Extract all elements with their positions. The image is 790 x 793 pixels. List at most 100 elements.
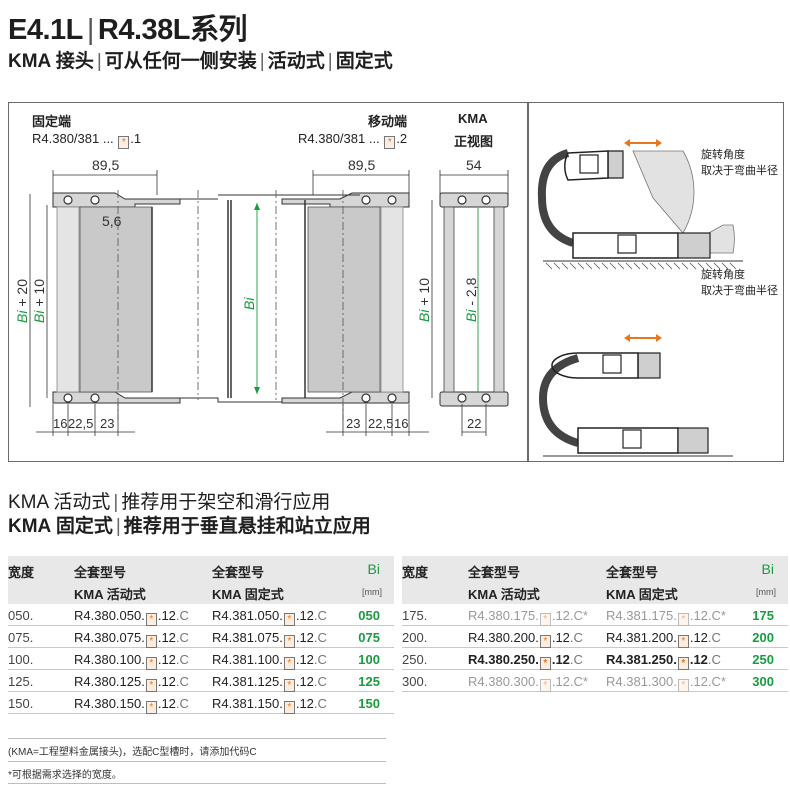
- front-view-label-2: 正视图: [454, 134, 494, 149]
- model-suffix: .C*: [569, 674, 588, 689]
- cell-width: 050.: [8, 608, 34, 623]
- chain-rotation-illustration: [537, 139, 743, 457]
- rotation-note-middle: 旋转角度 取决于弯曲半径: [701, 267, 778, 299]
- model-suffix: .C: [175, 652, 189, 667]
- model-suffix: .C: [707, 652, 721, 667]
- fixed-end-label: 固定端: [32, 114, 72, 129]
- dim-right-bottom-1: 23: [346, 416, 361, 431]
- cell-model-moving: R4.380.300.*.12.C*: [468, 674, 588, 692]
- cell-bi: 125: [358, 674, 380, 689]
- cell-model-moving: R4.380.050.*.12.C: [74, 608, 189, 626]
- dim-left-width: 89,5: [92, 157, 120, 173]
- header-type-fixed: KMA 固定式: [606, 587, 678, 602]
- dim-front-bottom: 22: [467, 416, 482, 431]
- star-placeholder-icon: *: [677, 635, 689, 648]
- dim-right-bottom-3: 16: [394, 416, 409, 431]
- table-row: 175. R4.380.175.*.12.C* R4.381.175.*.12.…: [402, 604, 788, 626]
- section-separator: |: [113, 492, 119, 513]
- model-tail: .12: [551, 652, 570, 667]
- drawing-frame: [8, 102, 784, 462]
- star-placeholder-icon: *: [539, 613, 551, 626]
- title-separator: |: [86, 14, 95, 46]
- header-bi: Bi: [761, 561, 774, 577]
- part-suffix: .2: [396, 131, 408, 146]
- header-unit: [mm]: [362, 587, 382, 597]
- dim-rest: + 20: [14, 279, 30, 311]
- cell-bi: 100: [358, 652, 380, 667]
- dim-height-inner: Bi + 10: [31, 279, 47, 323]
- table-row: 200. R4.380.200.*.12.C R4.381.200.*.12.C…: [402, 626, 788, 648]
- table-row: 075. R4.380.075.*.12.C R4.381.075.*.12.C…: [8, 626, 394, 648]
- table-row: 050. R4.380.050.*.12.C R4.381.050.*.12.C…: [8, 604, 394, 626]
- fixed-end-part: R4.380/381 ... *.1: [32, 131, 141, 149]
- model-prefix: R4.381.125.: [212, 674, 283, 689]
- star-placeholder-icon: *: [539, 679, 551, 692]
- model-tail: .12: [689, 674, 708, 689]
- cell-bi: 050: [358, 608, 380, 623]
- model-suffix: .C*: [569, 608, 588, 623]
- subtitle-separator: |: [259, 51, 265, 72]
- star-placeholder-icon: *: [145, 679, 157, 692]
- title-series-1: E4.1L: [8, 14, 83, 46]
- chain-top-view-drawing: [29, 170, 509, 436]
- star-placeholder-icon: *: [145, 613, 157, 626]
- model-prefix: R4.380.250.: [468, 652, 539, 667]
- table-row: 125. R4.380.125.*.12.C R4.381.125.*.12.C…: [8, 670, 394, 692]
- model-prefix: R4.380.200.: [468, 630, 539, 645]
- model-prefix: R4.380.125.: [74, 674, 145, 689]
- cell-model-fixed: R4.381.075.*.12.C: [212, 630, 327, 648]
- section-text: 推荐用于架空和滑行应用: [121, 492, 331, 513]
- footnote-divider: [8, 761, 386, 762]
- cell-model-fixed: R4.381.200.*.12.C: [606, 630, 721, 648]
- table-header: 宽度 全套型号 KMA 活动式 全套型号 KMA 固定式 Bi [mm]: [8, 556, 394, 604]
- model-prefix: R4.381.150.: [212, 696, 283, 711]
- rotation-note-top: 旋转角度 取决于弯曲半径: [701, 147, 778, 179]
- cell-model-fixed: R4.381.125.*.12.C: [212, 674, 327, 692]
- dim-left-bottom-1: 16: [53, 416, 68, 431]
- section-prefix: KMA 活动式: [8, 492, 111, 513]
- table-header: 宽度 全套型号 KMA 活动式 全套型号 KMA 固定式 Bi [mm]: [402, 556, 788, 604]
- dim-rest: + 10: [416, 278, 432, 310]
- cell-width: 150.: [8, 696, 34, 711]
- section-title-fixed: KMA 固定式|推荐用于垂直悬挂和站立应用: [8, 511, 371, 538]
- dim-left-bottom-2: 22,5: [68, 416, 94, 431]
- star-placeholder-icon: *: [283, 613, 295, 626]
- cell-model-fixed: R4.381.250.*.12.C: [606, 652, 721, 670]
- model-suffix: .C*: [707, 608, 726, 623]
- note-line: 旋转角度: [701, 269, 745, 281]
- bi-var: Bi: [416, 309, 432, 322]
- header-type-moving: KMA 活动式: [74, 587, 146, 602]
- model-prefix: R4.381.300.: [606, 674, 677, 689]
- model-suffix: .C: [313, 630, 327, 645]
- footnote-kma: (KMA=工程塑料金属接头)，选配C型槽时，请添加代码C: [8, 747, 257, 758]
- star-placeholder-icon: *: [283, 635, 295, 648]
- note-line: 旋转角度: [701, 149, 745, 161]
- table-row: 100. R4.380.100.*.12.C R4.381.100.*.12.C…: [8, 648, 394, 670]
- model-tail: .12: [295, 696, 314, 711]
- star-placeholder-icon: *: [145, 701, 157, 714]
- cell-bi: 200: [752, 630, 774, 645]
- dim-rest: + 10: [31, 279, 47, 311]
- cell-width: 200.: [402, 630, 428, 645]
- star-placeholder-icon: *: [145, 635, 157, 648]
- model-prefix: R4.380.050.: [74, 608, 145, 623]
- subtitle-item: 可从任何一侧安装: [104, 51, 257, 72]
- model-prefix: R4.381.075.: [212, 630, 283, 645]
- note-line: 取决于弯曲半径: [701, 285, 778, 297]
- header-width: 宽度: [8, 565, 35, 580]
- cell-model-moving: R4.380.075.*.12.C: [74, 630, 189, 648]
- model-suffix: .C: [175, 696, 189, 711]
- table-row: 150. R4.380.150.*.12.C R4.381.150.*.12.C…: [8, 692, 394, 714]
- header-width: 宽度: [402, 565, 429, 580]
- model-prefix: R4.380.150.: [74, 696, 145, 711]
- model-prefix: R4.380.300.: [468, 674, 539, 689]
- star-placeholder-icon: *: [283, 701, 295, 714]
- section-text: 推荐用于垂直悬挂和站立应用: [123, 516, 371, 537]
- dim-rest: - 2,8: [463, 277, 479, 310]
- footnote-divider: [8, 783, 386, 784]
- subtitle-item: 活动式: [267, 51, 325, 72]
- dim-right-width: 89,5: [348, 157, 376, 173]
- cell-model-fixed: R4.381.150.*.12.C: [212, 696, 327, 714]
- model-suffix: .C: [175, 630, 189, 645]
- header-unit: [mm]: [756, 587, 776, 597]
